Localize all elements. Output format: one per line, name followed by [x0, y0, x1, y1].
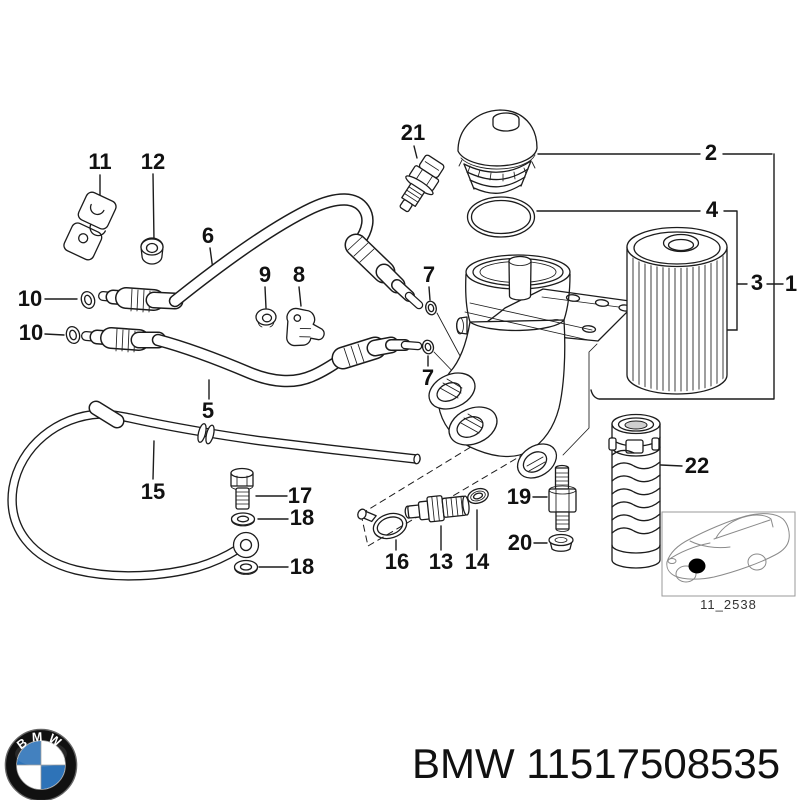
- callout-9-9: 9: [258, 262, 272, 287]
- part-20-cap: [548, 533, 574, 552]
- part-10-oring-lower: [65, 325, 81, 345]
- part-5-hose: [81, 327, 423, 388]
- logo-quadrant-bl: [16, 765, 41, 790]
- part-12-nut: [140, 237, 164, 265]
- callout-20-22: 20: [507, 530, 533, 555]
- callout-7-7: 7: [421, 365, 435, 390]
- callout-13-14: 13: [428, 549, 454, 574]
- part-13-fitting: [404, 495, 470, 523]
- callout-22-24: 22: [684, 453, 710, 478]
- part-3-filter-cartridge: [626, 226, 728, 395]
- location-dot: [688, 558, 706, 574]
- callout-5-4: 5: [201, 398, 215, 423]
- filter-housing: [428, 254, 638, 479]
- part-7-washer-upper: [425, 300, 437, 316]
- callout-12-13: 12: [140, 149, 166, 174]
- logo-quadrant-tr: [41, 740, 66, 765]
- inset-caption: 11_2538: [700, 597, 757, 612]
- logo-quadrant-tl: [16, 740, 41, 765]
- callout-10-11: 10: [18, 320, 44, 345]
- callout-10-10: 10: [17, 286, 43, 311]
- vehicle-inset: [661, 511, 796, 597]
- part-19-stud: [548, 464, 577, 532]
- part-22-insert: [608, 413, 661, 569]
- part-7-washer-lower: [421, 339, 435, 355]
- part-14-washer: [467, 487, 489, 505]
- callout-18-19: 18: [289, 505, 315, 530]
- part-6-hose: [98, 193, 424, 313]
- callout-18-20: 18: [289, 554, 315, 579]
- part-8-bracket: [286, 307, 325, 347]
- callout-17-18: 17: [287, 483, 313, 508]
- callout-6-5: 6: [201, 223, 215, 248]
- callout-2-1: 2: [704, 140, 718, 165]
- callout-16-17: 16: [384, 549, 410, 574]
- part-number-text: BMW 11517508535: [412, 740, 781, 787]
- callout-19-21: 19: [506, 484, 532, 509]
- part-18-washer-upper: [230, 512, 256, 527]
- logo-quadrant-br: [41, 765, 66, 790]
- callout-21-23: 21: [400, 120, 426, 145]
- part-9-grommet: [255, 308, 277, 328]
- callout-11-12: 11: [88, 149, 112, 174]
- callout-4-3: 4: [705, 197, 719, 222]
- callout-3-2: 3: [750, 270, 764, 295]
- diagram-svg: [7, 109, 796, 597]
- callout-14-15: 14: [464, 549, 490, 574]
- part-16-clamp: [357, 508, 408, 540]
- part-11-bracket: [63, 191, 117, 261]
- part-17-banjo-bolt: [230, 467, 254, 510]
- part-2-filter-cap: [457, 109, 538, 194]
- part-15-return-pipe: [7, 400, 421, 581]
- callout-1-0: 1: [784, 271, 798, 296]
- callout-8-8: 8: [292, 262, 306, 287]
- bmw-logo: BMW: [4, 728, 78, 800]
- callout-bracket-lines: [536, 153, 784, 400]
- part-4-o-ring: [466, 196, 536, 238]
- part-18-washer-lower: [233, 559, 259, 575]
- part-10-oring-upper: [80, 291, 96, 309]
- part-21-sensor: [399, 154, 445, 213]
- callout-7-6: 7: [422, 262, 436, 287]
- callout-15-16: 15: [140, 479, 166, 504]
